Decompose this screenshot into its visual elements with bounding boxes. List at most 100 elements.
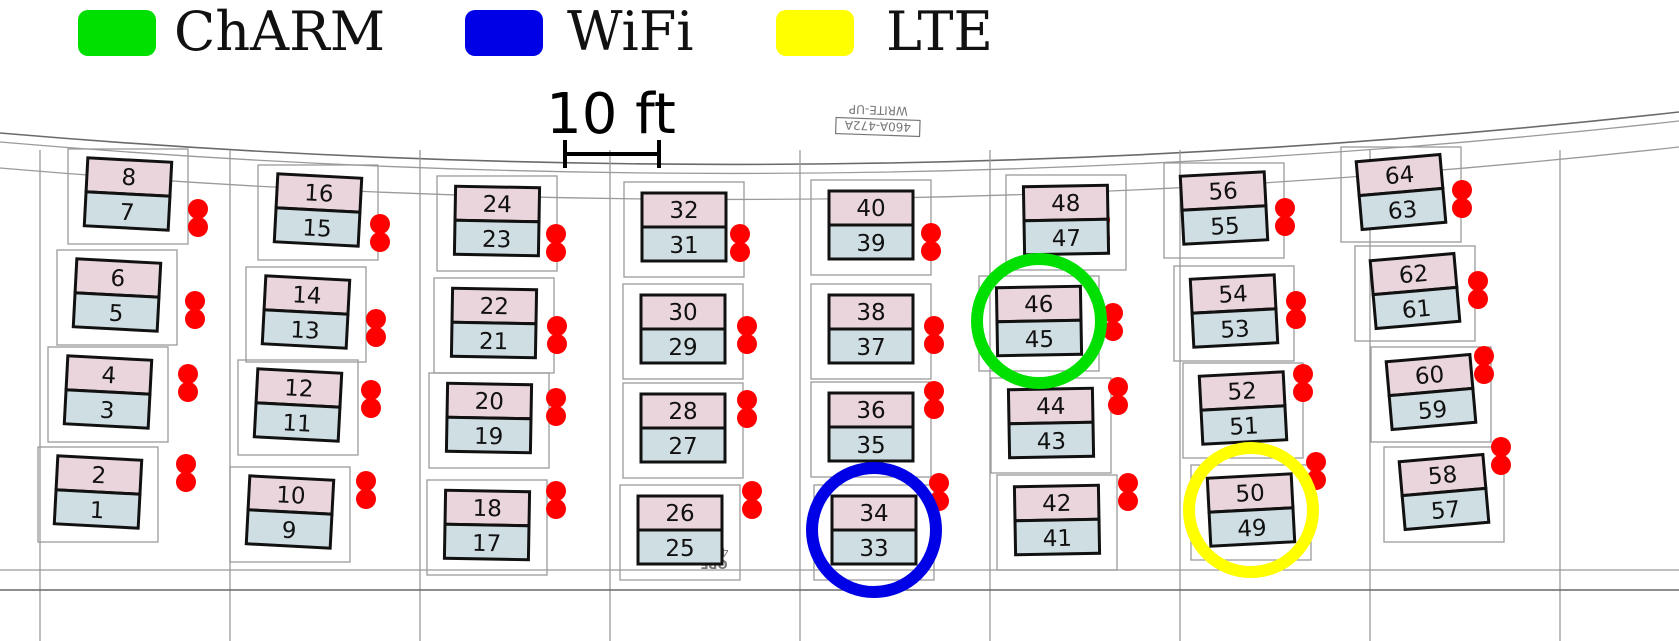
marker-pair [176, 454, 196, 492]
node-box-bottom [1207, 506, 1297, 548]
marker-dot [924, 316, 944, 336]
node-label-bottom: 59 [1417, 397, 1448, 425]
marker-pair [185, 291, 205, 329]
marker-dot [742, 499, 762, 519]
marker-pair [1491, 437, 1511, 475]
node-label-bottom: 9 [281, 518, 297, 545]
marker-dot [921, 241, 941, 261]
marker-pair [546, 481, 566, 519]
marker-dot [356, 489, 376, 509]
node-pair: 43 [62, 354, 154, 430]
node-label-top: 32 [669, 198, 698, 224]
marker-pair [1108, 377, 1128, 415]
marker-dot [1108, 377, 1128, 397]
marker-dot [737, 334, 757, 354]
marker-dot [366, 309, 386, 329]
node-box-bottom [260, 308, 350, 350]
marker-pair [546, 388, 566, 426]
node-box-top [639, 392, 727, 430]
marker-dot [185, 291, 205, 311]
marker-dot [546, 406, 566, 426]
marker-dot [924, 381, 944, 401]
node-box-bottom [995, 318, 1084, 358]
node-label-top: 38 [856, 300, 885, 326]
node-label-top: 42 [1042, 491, 1072, 518]
marker-pair [1474, 346, 1494, 384]
node-box-bottom [640, 225, 728, 263]
marker-dot [370, 214, 390, 234]
architectural-background: 460A-472A WRITE-UP 460B OPE [0, 102, 1679, 641]
marker-dot [1118, 491, 1138, 511]
node-label-top: 14 [292, 282, 323, 309]
marker-pair [356, 471, 376, 509]
marker-dot [929, 473, 949, 493]
marker-pair [178, 364, 198, 402]
node-label-top: 56 [1208, 178, 1239, 205]
node-box-bottom [1007, 420, 1096, 460]
marker-pair [730, 224, 750, 262]
node-label-bottom: 55 [1210, 213, 1241, 240]
node-label-bottom: 35 [856, 433, 885, 459]
node-label-bottom: 33 [859, 536, 888, 562]
node-box-bottom [452, 218, 541, 258]
legend-swatch-charm [78, 10, 156, 56]
legend-label-wifi: WiFi [567, 0, 694, 63]
marker-dot [737, 408, 757, 428]
marker-dot [1286, 309, 1306, 329]
node-label-bottom: 17 [472, 531, 502, 558]
marker-pair [1468, 271, 1488, 309]
node-label-top: 16 [304, 180, 335, 207]
scale-bar-label: 10 ft [546, 82, 676, 147]
node-label-top: 4 [101, 363, 117, 390]
node-label-top: 8 [121, 165, 137, 192]
room-name: WRITE-UP [849, 102, 908, 118]
node-box-bottom [252, 401, 342, 443]
marker-pair [737, 316, 757, 354]
node-label-top: 64 [1384, 162, 1415, 190]
legend: ChARM WiFi LTE [0, 0, 1679, 70]
node-label-top: 10 [276, 482, 307, 509]
node-label-bottom: 21 [479, 329, 509, 356]
marker-pair [188, 199, 208, 237]
node-label-top: 12 [284, 375, 315, 402]
marker-dot [547, 316, 567, 336]
marker-pair [924, 316, 944, 354]
marker-pair [1275, 198, 1295, 236]
legend-swatch-wifi [465, 10, 543, 56]
marker-pair [921, 223, 941, 261]
node-label-bottom: 3 [99, 398, 115, 425]
node-label-bottom: 5 [108, 301, 124, 328]
marker-dot [188, 217, 208, 237]
node-label-top: 2 [91, 463, 107, 490]
marker-pair [742, 481, 762, 519]
marker-dot [176, 472, 196, 492]
node-label-bottom: 63 [1387, 197, 1418, 225]
marker-pair [361, 380, 381, 418]
marker-dot [366, 327, 386, 347]
node-label-bottom: 11 [282, 410, 313, 437]
node-box-bottom [272, 206, 362, 248]
marker-dot [1103, 303, 1123, 323]
node-box-bottom [636, 528, 724, 566]
legend-swatch-lte [776, 10, 854, 56]
marker-dot [924, 399, 944, 419]
marker-dot [356, 471, 376, 491]
node-box-top [830, 494, 918, 532]
marker-dot [1474, 364, 1494, 384]
marker-dot [1491, 437, 1511, 457]
marker-dot [737, 390, 757, 410]
node-label-bottom: 51 [1229, 413, 1260, 440]
node-box-bottom [444, 415, 533, 455]
node-box-bottom [639, 426, 727, 464]
node-label-bottom: 25 [665, 536, 694, 562]
scale-bar: 10 ft [546, 82, 676, 168]
node-label-top: 52 [1227, 378, 1258, 405]
